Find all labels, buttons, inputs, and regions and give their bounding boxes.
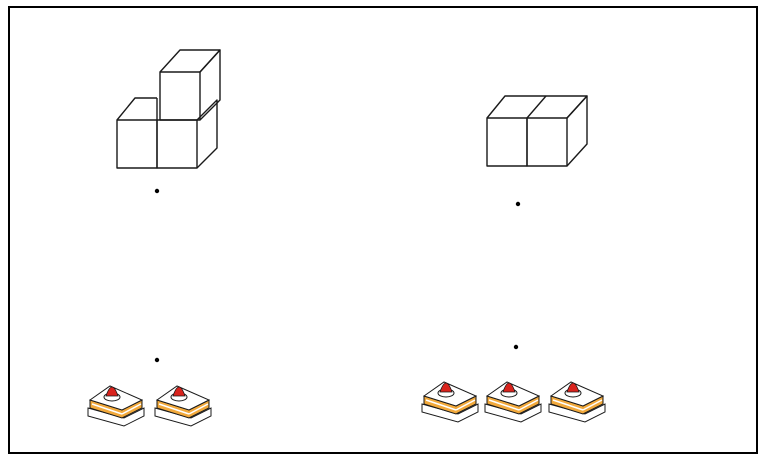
cube-front — [160, 72, 200, 120]
cube-front — [527, 118, 567, 166]
cake-slice-icon — [155, 386, 211, 426]
cake-slice-icon — [88, 386, 144, 426]
dot — [514, 345, 518, 349]
dot — [155, 189, 159, 193]
cake-slice-icon — [549, 382, 605, 422]
cube-side — [567, 96, 587, 166]
cube-row-right-icon — [487, 96, 587, 166]
cube-front — [117, 120, 157, 168]
cake-slice-icon — [422, 382, 478, 422]
cake-slice-icon — [485, 382, 541, 422]
cube-front — [157, 120, 197, 168]
cube-edge — [527, 96, 546, 118]
dot — [155, 358, 159, 362]
cube-stack-left-icon — [117, 50, 220, 168]
cube-front — [487, 118, 527, 166]
dot — [516, 202, 520, 206]
cube-top — [117, 98, 157, 120]
cube-top — [160, 50, 220, 72]
